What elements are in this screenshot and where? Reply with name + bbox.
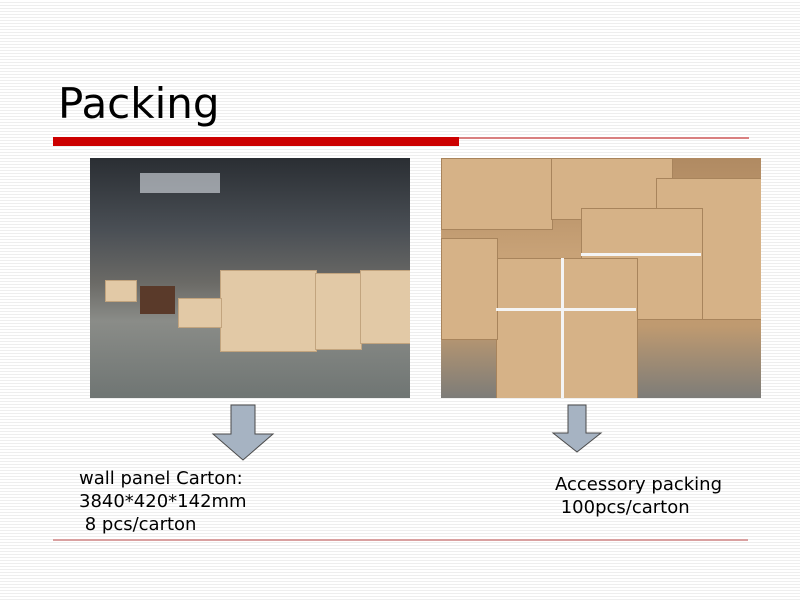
- down-arrow-icon-right: [551, 404, 603, 453]
- caption-line: Accessory packing: [555, 474, 723, 495]
- down-arrow-icon-left: [211, 404, 275, 461]
- accessory-packing-caption: Accessory packing 100pcs/carton: [555, 473, 722, 519]
- title-accent-bar: [53, 137, 459, 146]
- warehouse-wall-panel-cartons-photo: [90, 158, 410, 398]
- caption-line: 100pcs/carton: [555, 497, 690, 518]
- caption-line: 8 pcs/carton: [79, 514, 197, 535]
- caption-line: wall panel Carton:: [79, 468, 243, 489]
- title-divider-line: [459, 137, 749, 139]
- slide-title: Packing: [58, 79, 220, 128]
- wall-panel-carton-caption: wall panel Carton:3840*420*142mm 8 pcs/c…: [79, 467, 247, 536]
- caption-line: 3840*420*142mm: [79, 491, 247, 512]
- accessory-cartons-photo: [441, 158, 761, 398]
- footer-divider-line: [53, 539, 748, 541]
